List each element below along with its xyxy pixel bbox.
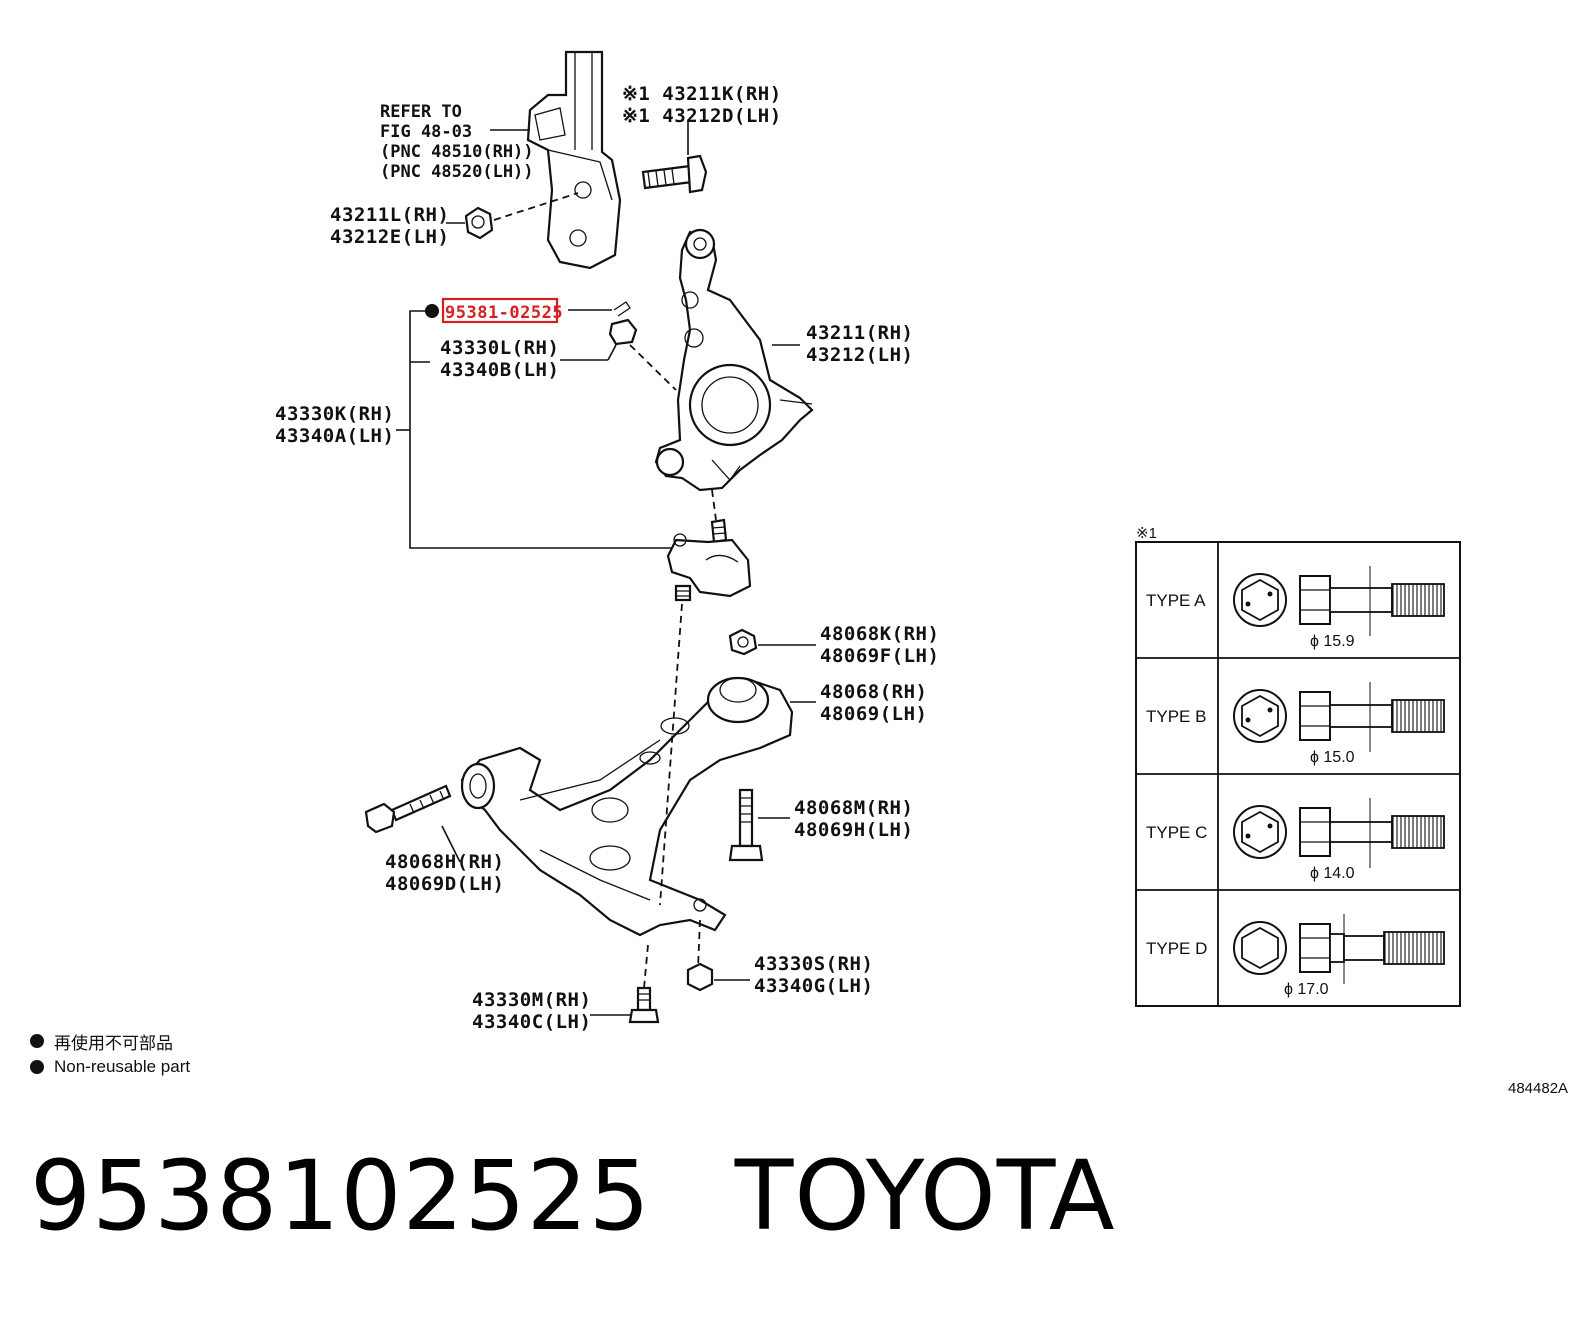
arm-bolt	[590, 944, 660, 1024]
label-43340G: 43340G(LH)	[754, 975, 873, 997]
refer-line-3: (PNC 48510(RH))	[380, 142, 534, 162]
label-43330K: 43330K(RH)	[275, 403, 394, 425]
type-diameter: ϕ 15.9	[1310, 633, 1355, 650]
label-43211K: ※1 43211K(RH)	[622, 83, 782, 105]
label-43330S: 43330S(RH)	[754, 953, 873, 975]
label-43340A: 43340A(LH)	[275, 425, 394, 447]
table-mark: ※1	[1136, 525, 1157, 542]
label-43211: 43211(RH)	[806, 322, 913, 344]
label-48068M: 48068M(RH)	[794, 797, 913, 819]
legend-text-en: Non-reusable part	[54, 1057, 191, 1076]
type-label: TYPE B	[1146, 707, 1206, 726]
label-48069H: 48069H(LH)	[794, 819, 913, 841]
refer-line-4: (PNC 48520(LH))	[380, 162, 534, 182]
ball-joint	[666, 518, 752, 602]
label-43330M: 43330M(RH)	[472, 989, 591, 1011]
steering-knuckle	[654, 228, 814, 492]
upper-nut	[446, 192, 579, 240]
brand-name: TOYOTA	[734, 1140, 1116, 1252]
refer-line-2: FIG 48-03	[380, 122, 472, 142]
label-48069D: 48069D(LH)	[385, 873, 504, 895]
label-43340C: 43340C(LH)	[472, 1011, 591, 1033]
type-diameter: ϕ 17.0	[1284, 981, 1329, 998]
legend-text-jp: 再使用不可部品	[54, 1033, 173, 1053]
cotter-pin-and-nut	[560, 301, 677, 391]
label-43330L: 43330L(RH)	[440, 337, 559, 359]
label-48069: 48069(LH)	[820, 703, 927, 725]
label-43212: 43212(LH)	[806, 344, 913, 366]
label-48068H: 48068H(RH)	[385, 851, 504, 873]
type-row-b: TYPE B ϕ 15.0	[1146, 682, 1445, 766]
dash-balljoint	[659, 603, 683, 906]
label-48068K: 48068K(RH)	[820, 623, 939, 645]
strut-bracket	[526, 50, 622, 270]
highlight-box	[441, 297, 559, 324]
refer-note: REFER TO FIG 48-03 (PNC 48510(RH)) (PNC …	[380, 102, 534, 182]
label-43212D: ※1 43212D(LH)	[622, 105, 782, 127]
label-95381: 95381-02525	[445, 303, 563, 323]
bullet-dot-icon	[30, 1034, 44, 1048]
bolt-type-table: ※1 TYPE A ϕ 15.9 TYPE B	[1135, 525, 1461, 1007]
type-row-d: TYPE D ϕ 17.0	[1146, 914, 1445, 998]
type-diameter: ϕ 14.0	[1310, 865, 1355, 882]
vertical-bolt	[728, 788, 790, 862]
bullet-dot-icon	[30, 1060, 44, 1074]
long-bolt	[364, 784, 461, 863]
type-row-c: TYPE C ϕ 14.0	[1146, 798, 1445, 882]
assembly-bracket	[396, 310, 717, 549]
type-label: TYPE D	[1146, 939, 1207, 958]
label-43212E: 43212E(LH)	[330, 226, 449, 248]
label-48069F: 48069F(LH)	[820, 645, 939, 667]
legend: 再使用不可部品 Non-reusable part	[30, 1028, 190, 1080]
type-label: TYPE A	[1146, 591, 1206, 610]
type-diameter: ϕ 15.0	[1310, 749, 1355, 766]
upper-bolt	[641, 120, 708, 194]
type-row-a: TYPE A ϕ 15.9	[1146, 566, 1445, 650]
non-reusable-dot	[425, 304, 439, 318]
refer-line-1: REFER TO	[380, 102, 462, 122]
type-label: TYPE C	[1146, 823, 1207, 842]
label-48068: 48068(RH)	[820, 681, 927, 703]
legend-row-jp: 再使用不可部品	[30, 1028, 190, 1054]
lower-control-arm	[460, 676, 816, 937]
label-43211L: 43211L(RH)	[330, 204, 449, 226]
product-caption: 9538102525 TOYOTA	[30, 1140, 1116, 1252]
figure-code: 484482A	[1508, 1080, 1569, 1097]
lower-arm-nut	[728, 628, 816, 656]
arm-nut	[686, 919, 750, 992]
legend-row-en: Non-reusable part	[30, 1054, 190, 1080]
part-number: 9538102525	[30, 1140, 651, 1252]
label-43340B: 43340B(LH)	[440, 359, 559, 381]
